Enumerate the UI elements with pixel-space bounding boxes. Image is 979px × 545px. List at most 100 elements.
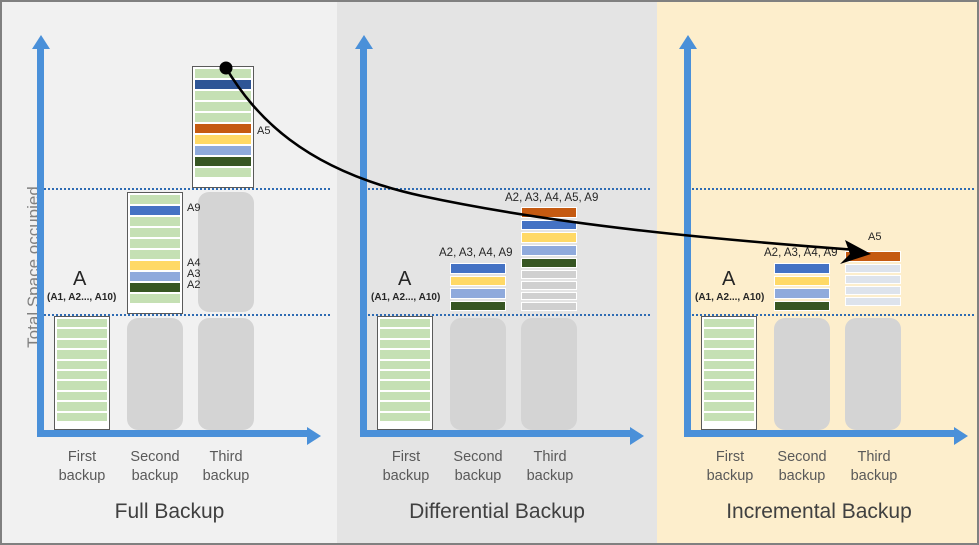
bar-segment bbox=[57, 360, 107, 369]
x-axis-arrow-incr bbox=[954, 426, 968, 445]
y-axis-full bbox=[37, 49, 44, 437]
bar-segment bbox=[130, 217, 180, 226]
bar-segment bbox=[57, 319, 107, 328]
ghost-block-full-second-lower bbox=[127, 318, 183, 430]
bar-segment-a2 bbox=[774, 300, 830, 311]
bar-segment-a9 bbox=[130, 206, 180, 215]
bar-segment bbox=[521, 270, 577, 279]
bar-segment-a9 bbox=[774, 263, 830, 274]
bar-label-a4-full: A4 bbox=[187, 257, 201, 269]
bar-group-label-incr-second: A2, A3, A4, A9 bbox=[764, 247, 838, 259]
bar-segment-a9 bbox=[521, 219, 577, 231]
bar-segment bbox=[704, 370, 754, 380]
bar-segment bbox=[380, 370, 430, 380]
x-axis-full bbox=[37, 430, 307, 437]
bar-segment bbox=[704, 329, 754, 338]
bar-segment bbox=[130, 239, 180, 248]
bar-segment bbox=[380, 412, 430, 421]
bar-segment-a5 bbox=[521, 207, 577, 218]
bar-segment bbox=[704, 402, 754, 411]
bar-incr-second-backup[interactable] bbox=[774, 263, 830, 313]
bar-incr-first-backup[interactable] bbox=[701, 316, 757, 430]
bar-segment bbox=[195, 69, 251, 78]
bar-segment bbox=[845, 275, 901, 284]
bar-segment bbox=[130, 195, 180, 204]
bar-segment bbox=[380, 381, 430, 390]
gridline-upper-diff bbox=[365, 188, 650, 190]
bar-incr-third-backup[interactable] bbox=[845, 251, 901, 313]
bar-segment bbox=[130, 250, 180, 259]
bar-segment bbox=[380, 391, 430, 401]
bar-diff-third-backup[interactable] bbox=[521, 207, 577, 313]
bar-segment bbox=[57, 339, 107, 349]
bar-full-third-backup[interactable] bbox=[192, 66, 254, 188]
ghost-block-diff-second-lower bbox=[450, 318, 506, 430]
first-backup-label-full: A bbox=[73, 268, 87, 290]
bar-segment bbox=[195, 135, 251, 144]
gridline-upper-incr bbox=[689, 188, 974, 190]
bar-group-label-diff-third: A2, A3, A4, A5, A9 bbox=[505, 192, 599, 204]
x-axis-arrow-diff bbox=[630, 426, 644, 445]
bar-segment bbox=[521, 291, 577, 301]
bar-segment bbox=[380, 329, 430, 338]
y-axis-incr bbox=[684, 49, 691, 437]
curve-end-label-a5: A5 bbox=[868, 231, 882, 243]
bar-segment bbox=[380, 350, 430, 359]
x-axis-diff bbox=[360, 430, 630, 437]
bar-segment bbox=[380, 360, 430, 369]
ghost-block-diff-third-lower bbox=[521, 318, 577, 430]
bar-full-second-backup[interactable] bbox=[127, 192, 183, 314]
bar-segment bbox=[130, 228, 180, 237]
bar-segment bbox=[57, 391, 107, 401]
bar-diff-first-backup[interactable] bbox=[377, 316, 433, 430]
bar-segment bbox=[845, 286, 901, 295]
bar-diff-second-backup[interactable] bbox=[450, 263, 506, 313]
bar-segment bbox=[57, 370, 107, 380]
bar-segment bbox=[195, 102, 251, 111]
bar-segment bbox=[845, 264, 901, 273]
bar-segment-a2 bbox=[521, 257, 577, 269]
bar-segment-a4 bbox=[130, 261, 180, 270]
bar-segment bbox=[845, 297, 901, 306]
ghost-block-full-third-upper bbox=[198, 192, 254, 312]
bar-segment-a5 bbox=[845, 251, 901, 262]
bar-segment bbox=[380, 402, 430, 411]
bar-segment-a4 bbox=[774, 275, 830, 286]
bar-segment bbox=[704, 360, 754, 369]
bar-full-first-backup[interactable] bbox=[54, 316, 110, 430]
bar-segment bbox=[195, 113, 251, 122]
bar-segment bbox=[521, 280, 577, 290]
bar-segment bbox=[704, 319, 754, 328]
x-axis-arrow-full bbox=[307, 426, 321, 445]
gridline-lower-diff bbox=[365, 314, 650, 316]
bar-segment bbox=[195, 168, 251, 177]
bar-segment bbox=[704, 350, 754, 359]
bar-segment-a5 bbox=[195, 124, 251, 133]
first-backup-label-diff: A bbox=[398, 268, 412, 290]
panel-title-incr: Incremental Backup bbox=[726, 500, 912, 523]
bar-segment-a3 bbox=[450, 288, 506, 299]
bar-segment-a3 bbox=[521, 244, 577, 256]
bar-segment bbox=[57, 329, 107, 338]
bar-segment bbox=[380, 319, 430, 328]
bar-segment bbox=[57, 402, 107, 411]
bar-label-a9-full: A9 bbox=[187, 202, 201, 214]
bar-segment bbox=[57, 412, 107, 421]
bar-segment-a4 bbox=[450, 275, 506, 286]
x-axis-incr bbox=[684, 430, 954, 437]
bar-segment bbox=[195, 80, 251, 89]
bar-segment bbox=[704, 412, 754, 421]
bar-segment bbox=[57, 381, 107, 390]
ghost-block-incr-third-lower bbox=[845, 318, 901, 430]
gridline-lower-incr bbox=[689, 314, 974, 316]
bar-segment bbox=[704, 339, 754, 349]
first-backup-label-incr: A bbox=[722, 268, 736, 290]
bar-segment-a3 bbox=[130, 272, 180, 281]
bar-segment bbox=[195, 146, 251, 155]
